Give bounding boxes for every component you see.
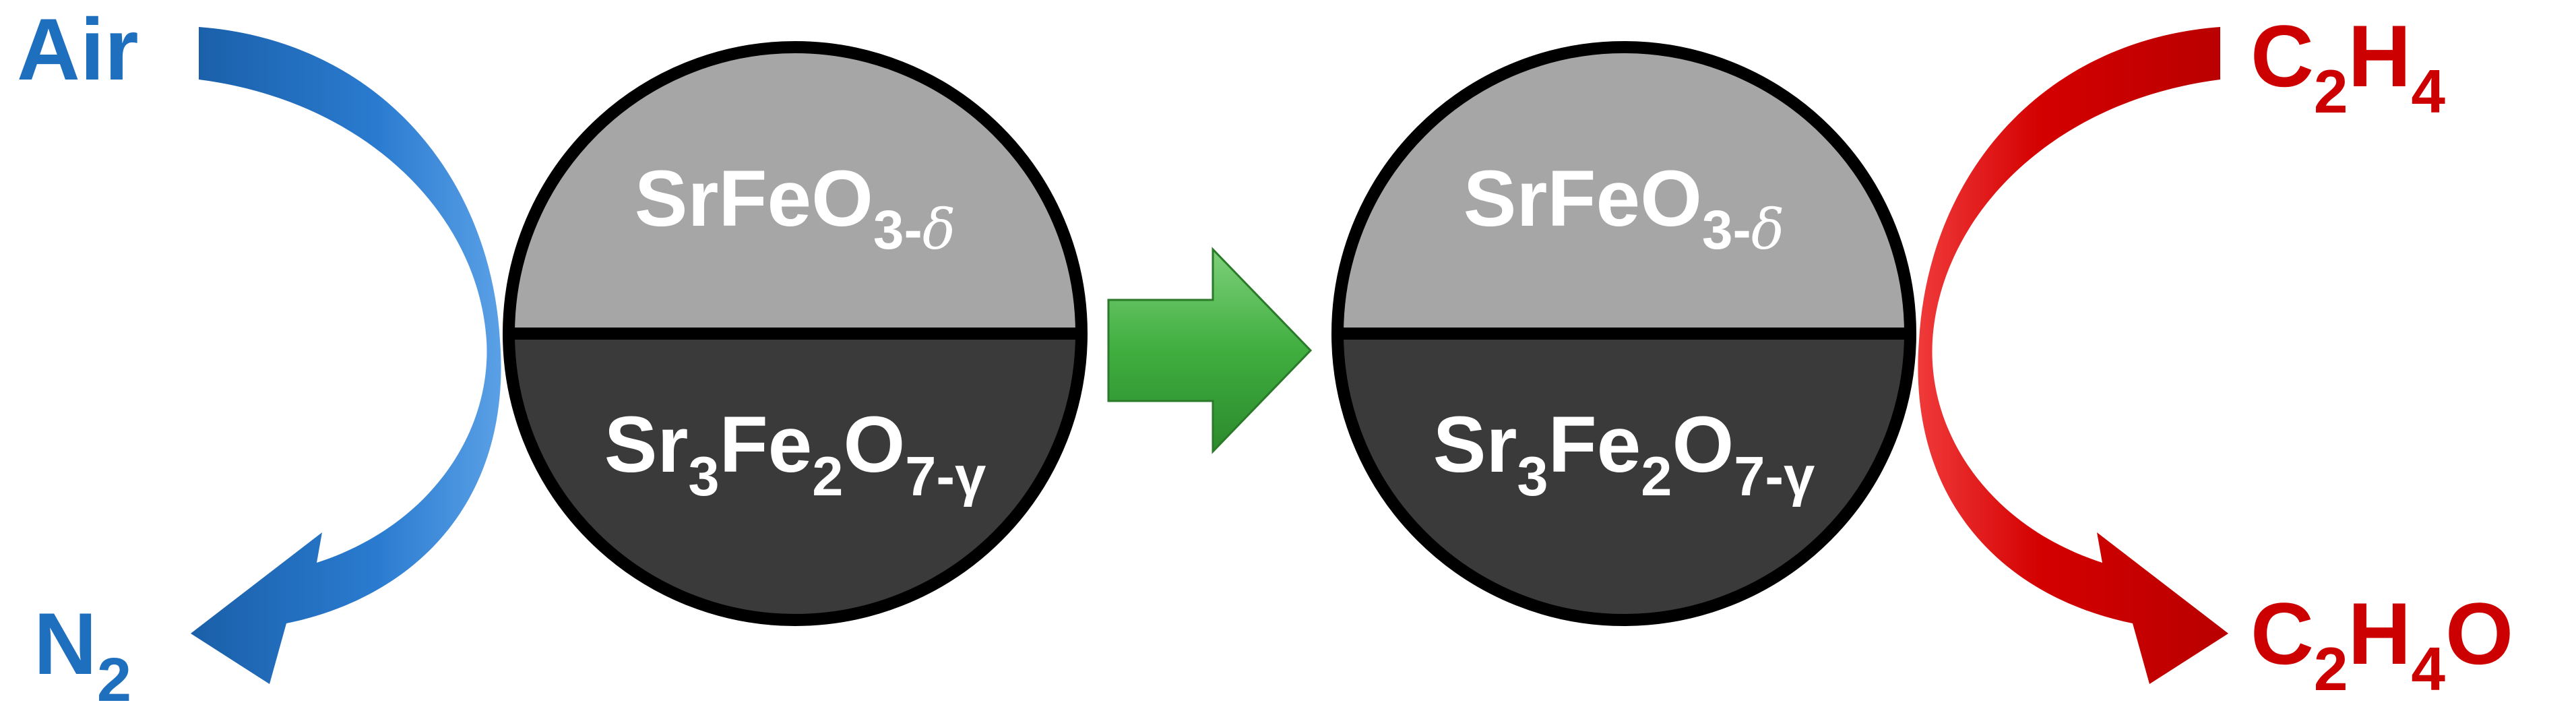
- reduction-arrow: [1918, 27, 2228, 684]
- air-label: Air: [17, 0, 139, 98]
- formula-symbol: Fe: [720, 400, 813, 489]
- particle-2: SrFeO3-δ Sr3Fe2O7-γ: [1331, 41, 1916, 626]
- formula-symbol: C: [2251, 584, 2314, 683]
- formula-subscript: 7-γ: [905, 445, 986, 507]
- formula-symbol: C: [2251, 7, 2314, 105]
- formula-symbol: O: [2445, 584, 2513, 683]
- formula-symbol: Fe: [1548, 400, 1641, 489]
- particle-outline: [1331, 41, 1916, 626]
- shell-phase-label: SrFeO3-δ: [635, 154, 955, 262]
- formula-subscript: 2: [2314, 58, 2348, 126]
- formula-symbol: O: [1672, 400, 1734, 489]
- ethylene-oxide-label: C2H4O: [2251, 584, 2513, 704]
- core-phase-label: Sr3Fe2O7-γ: [604, 400, 986, 507]
- formula-subscript: 3: [1517, 445, 1548, 507]
- curved-arrow-icon: [1918, 27, 2228, 684]
- formula-symbol: H: [2348, 584, 2412, 683]
- right-arrow-icon: [1107, 247, 1313, 454]
- shell-phase-label: SrFeO3-δ: [1464, 154, 1784, 262]
- particle-outline: [503, 41, 1088, 626]
- formula-subscript: 2: [812, 445, 843, 507]
- formula-subscript: 3: [688, 445, 719, 507]
- oxidation-arrow: [191, 27, 501, 684]
- formula-subscript: 2: [2314, 636, 2348, 704]
- core-phase-label: Sr3Fe2O7-γ: [1433, 400, 1815, 507]
- formula-subscript: 2: [1641, 445, 1672, 507]
- formula-symbol: Sr: [604, 400, 689, 489]
- particle-1: SrFeO3-δ Sr3Fe2O7-γ: [503, 41, 1088, 626]
- formula-subscript: 7-γ: [1734, 445, 1815, 507]
- formula-symbol: H: [2348, 7, 2412, 105]
- curved-arrow-icon: [191, 27, 501, 684]
- formula-symbol: O: [843, 400, 905, 489]
- formula-subscript: 4: [2411, 636, 2445, 704]
- transfer-arrow: [1107, 247, 1313, 454]
- ethylene-label: C2H4: [2251, 7, 2445, 126]
- formula-subscript: 4: [2411, 58, 2445, 126]
- formula-symbol: Sr: [1433, 400, 1517, 489]
- n2-label: N2: [34, 594, 131, 713]
